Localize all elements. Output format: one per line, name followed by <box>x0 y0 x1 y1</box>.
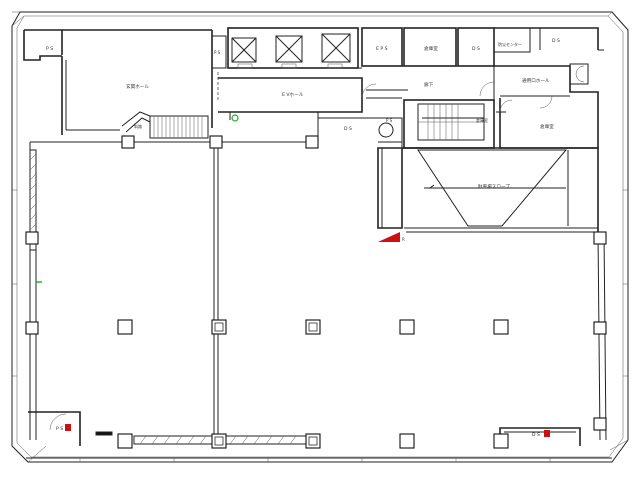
room-label-storage: 倉庫室 <box>476 117 488 123</box>
room-label-ds: D S <box>552 38 560 44</box>
column <box>305 319 321 335</box>
column <box>593 321 607 335</box>
room-label-ps: P S <box>56 426 63 432</box>
room-label-ps: P S <box>46 46 53 52</box>
column <box>305 135 319 149</box>
doors <box>49 65 585 431</box>
room-label-eps: E P S <box>376 46 388 52</box>
elevator-shafts <box>231 33 351 69</box>
column <box>308 322 318 332</box>
column <box>117 319 133 335</box>
room-label-ramp: 斜路 <box>134 123 142 129</box>
column <box>25 231 39 245</box>
room-label-ps-small: P S <box>214 50 221 55</box>
room-labels: P S 玄関ホール P S E P S 倉庫室 D S 防災センター D S E… <box>46 38 560 438</box>
room-label-storage: 倉庫室 <box>424 45 438 52</box>
column <box>25 321 39 335</box>
column <box>399 319 415 335</box>
column <box>214 436 224 446</box>
marker-label-ps: P S <box>386 118 393 123</box>
column <box>117 433 133 449</box>
column <box>209 135 223 149</box>
room-label-corridor: 廊下 <box>424 81 434 88</box>
core-walls <box>23 27 604 233</box>
column <box>308 436 318 446</box>
room-label-ev-hall: E Vホール <box>282 92 304 98</box>
column <box>399 433 415 449</box>
column <box>211 433 227 449</box>
room-label-disaster-center: 防災センター <box>498 41 522 47</box>
column <box>214 322 224 332</box>
room-label-parking-slope: 駐車場スロープ <box>478 183 510 190</box>
columns <box>25 135 607 449</box>
stair-steps <box>121 104 484 140</box>
column <box>593 417 607 431</box>
room-label-storage: 倉庫室 <box>540 123 554 130</box>
room-label-ds: D S <box>532 432 540 438</box>
emergency-exit-marker <box>231 114 239 122</box>
column <box>593 231 607 245</box>
corner-details <box>11 11 629 463</box>
fire-hydrant-marker <box>378 232 400 242</box>
column <box>305 433 321 449</box>
column <box>211 319 227 335</box>
column <box>121 135 135 149</box>
column <box>493 433 509 449</box>
fire-extinguisher-marker <box>544 430 550 437</box>
room-label-service-hall: 通用口ホール <box>522 77 550 84</box>
room-label-ds: D S <box>344 126 352 132</box>
perimeter-ticks <box>12 189 628 462</box>
outer-wall <box>11 11 629 463</box>
room-label-ds: D S <box>472 46 480 52</box>
parking-slope <box>417 149 568 227</box>
marker-label-r: R <box>402 237 405 242</box>
equipment-markers <box>36 114 550 437</box>
fire-extinguisher-marker <box>65 424 71 431</box>
floor-divisions <box>26 141 612 459</box>
room-label-lobby-hall: 玄関ホール <box>126 83 149 90</box>
column <box>493 319 509 335</box>
